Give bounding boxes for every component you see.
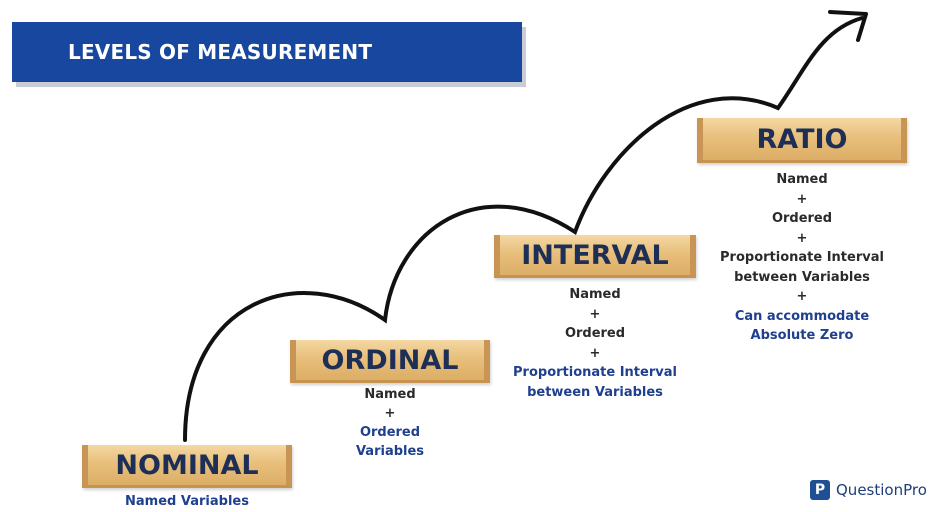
level-block-ratio: RATIO: [697, 118, 907, 163]
desc-line: +: [796, 191, 808, 207]
desc-line: Named: [776, 172, 828, 187]
level-name: INTERVAL: [521, 239, 669, 271]
desc-line: between Variables: [527, 384, 663, 400]
level-desc-nominal: Named Variables: [82, 492, 292, 512]
title-banner: LEVELS OF MEASUREMENT: [12, 22, 522, 82]
desc-line: +: [589, 306, 601, 322]
arrow-curve: [183, 16, 864, 442]
desc-line: +: [589, 345, 601, 361]
level-name: NOMINAL: [115, 449, 259, 481]
desc-line: Variables: [355, 444, 425, 459]
level-desc-ratio: Named + Ordered + Proportionate Interval…: [697, 170, 907, 346]
desc-line: Ordered: [564, 326, 626, 341]
desc-line: Ordered: [359, 425, 421, 440]
desc-line: Can accommodate: [734, 308, 870, 324]
desc-line: Ordered: [771, 211, 833, 226]
desc-line: Named: [364, 387, 416, 402]
arrow-head-icon: [828, 10, 868, 42]
questionpro-logo: P QuestionPro: [810, 480, 927, 500]
level-block-ordinal: ORDINAL: [290, 340, 490, 383]
level-name: RATIO: [756, 123, 848, 155]
desc-line: +: [796, 230, 808, 246]
level-name: ORDINAL: [321, 344, 459, 376]
desc-line: between Variables: [734, 269, 870, 285]
level-desc-interval: Named + Ordered + Proportionate Interval…: [494, 285, 696, 402]
desc-line: +: [796, 289, 808, 304]
level-block-nominal: NOMINAL: [82, 445, 292, 488]
desc-line: Proportionate Interval: [720, 250, 884, 265]
questionpro-logo-icon: P: [810, 480, 830, 500]
level-block-interval: INTERVAL: [494, 235, 696, 278]
desc-line: Named: [569, 287, 621, 302]
desc-line: Named Variables: [125, 494, 249, 509]
desc-line: +: [384, 406, 396, 421]
desc-line: Proportionate Interval: [513, 365, 677, 380]
desc-line: Absolute Zero: [750, 328, 854, 343]
level-desc-ordinal: Named + Ordered Variables: [290, 385, 490, 461]
page-title: LEVELS OF MEASUREMENT: [68, 40, 373, 64]
logo-text: QuestionPro: [836, 481, 927, 499]
